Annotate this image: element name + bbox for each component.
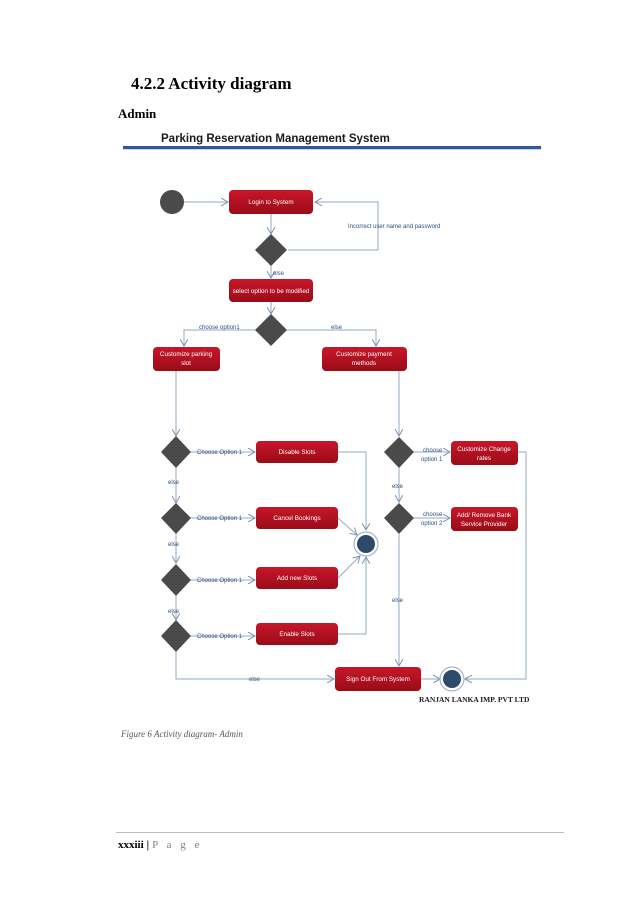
page-separator: |	[146, 839, 150, 851]
activity-customize-payment	[322, 347, 407, 371]
activity-customize-change-label-1: Customize Change	[457, 446, 511, 453]
label-else-2: else	[331, 325, 343, 331]
activity-customize-payment-label-1: Customize payment	[336, 351, 392, 358]
decision-change	[384, 437, 414, 468]
activity-add-remove-bank-label-2: Service Provider	[461, 521, 507, 528]
activity-cancel-bookings	[256, 507, 338, 529]
activity-customize-change	[451, 441, 518, 465]
activity-enable-slots-label: Enable Slots	[279, 631, 314, 638]
page-word: P a g e	[152, 839, 203, 851]
decision-enable	[161, 620, 191, 652]
activity-enable-slots	[256, 623, 338, 645]
activity-disable-slots	[256, 441, 338, 463]
label-choose-b: choose	[423, 512, 443, 518]
activity-disable-slots-label: Disable Slots	[279, 449, 316, 456]
end-node-middle	[353, 531, 379, 557]
decision-select	[255, 314, 287, 346]
activity-select-option-label: select option to be modified	[233, 288, 310, 295]
activity-customize-change-label-2: rates	[477, 455, 491, 462]
activity-customize-parking-label-2: slot	[181, 360, 191, 367]
label-else-1: else	[273, 271, 285, 277]
decision-add	[161, 564, 191, 596]
page-footer: xxxiii|P a g e	[118, 839, 202, 851]
section-heading: 4.2.2 Activity diagram	[131, 74, 292, 93]
title-rule-shadow	[123, 149, 541, 150]
subheading: Admin	[118, 106, 157, 121]
label-choose-option-1-a: Choose Option 1	[197, 450, 243, 456]
label-else-3: else	[168, 480, 180, 486]
label-else-4: else	[168, 542, 180, 548]
edge-disable-end	[338, 451, 366, 530]
label-option-2: option 2	[421, 521, 443, 527]
label-choose-option-1-d: Choose Option 1	[197, 634, 243, 640]
activity-nodes: Login to System select option to be modi…	[153, 190, 518, 691]
activity-add-new-slots	[256, 567, 338, 589]
decision-disable	[161, 436, 191, 468]
activity-cancel-bookings-label: Cancel Bookings	[273, 515, 320, 522]
activity-add-remove-bank	[451, 507, 518, 531]
label-choose-option-1-b: Choose Option 1	[197, 516, 243, 522]
edge-labels: Incorrect user name and password else ch…	[168, 224, 443, 683]
page-number: xxxiii	[118, 839, 144, 851]
decision-bank	[384, 503, 414, 534]
activity-customize-parking-label-1: Customize parking	[160, 351, 213, 358]
activity-add-remove-bank-label-1: Add/ Remove Bank	[457, 512, 512, 519]
label-option-1: option 1	[421, 457, 443, 463]
edge-change-end	[465, 451, 527, 679]
activity-sign-out-label: Sign Out From System	[346, 676, 410, 683]
decision-login	[255, 234, 287, 266]
label-else-7: else	[392, 484, 404, 490]
system-title: Parking Reservation Management System	[161, 133, 390, 145]
edge-to-customize-payment	[287, 329, 376, 346]
activity-customize-parking	[153, 347, 220, 371]
edge-cancel-end	[337, 517, 357, 535]
company-name: RANJAN LANKA IMP. PVT LTD	[419, 695, 530, 704]
decision-cancel	[161, 503, 191, 534]
edge-add-end	[337, 556, 360, 579]
label-choose-option1: choose option1	[199, 325, 240, 331]
figure-caption: Figure 6 Activity diagram- Admin	[121, 729, 243, 739]
edge-to-customize-parking	[184, 329, 256, 346]
edge-enable-end	[338, 557, 366, 635]
activity-customize-payment-label-2: methods	[352, 360, 376, 367]
activity-sign-out	[335, 667, 421, 691]
label-else-5: else	[168, 609, 180, 615]
label-else-8: else	[392, 598, 404, 604]
start-node	[160, 190, 184, 214]
label-choose-option-1-c: Choose Option 1	[197, 578, 243, 584]
activity-add-new-slots-label: Add new Slots	[277, 575, 317, 582]
title-rule	[123, 146, 541, 149]
label-choose-a: choose	[423, 448, 443, 454]
decision-nodes	[161, 234, 414, 652]
label-incorrect: Incorrect user name and password	[348, 224, 440, 230]
end-node-final	[439, 666, 465, 692]
footer-divider	[116, 832, 564, 833]
edge-d4-signout	[175, 652, 334, 679]
activity-login	[229, 190, 313, 214]
label-else-6: else	[249, 677, 261, 683]
activity-select-option	[229, 279, 313, 302]
activity-login-label: Login to System	[248, 199, 293, 206]
edge-incorrect-login	[288, 202, 379, 251]
edges	[175, 202, 527, 679]
